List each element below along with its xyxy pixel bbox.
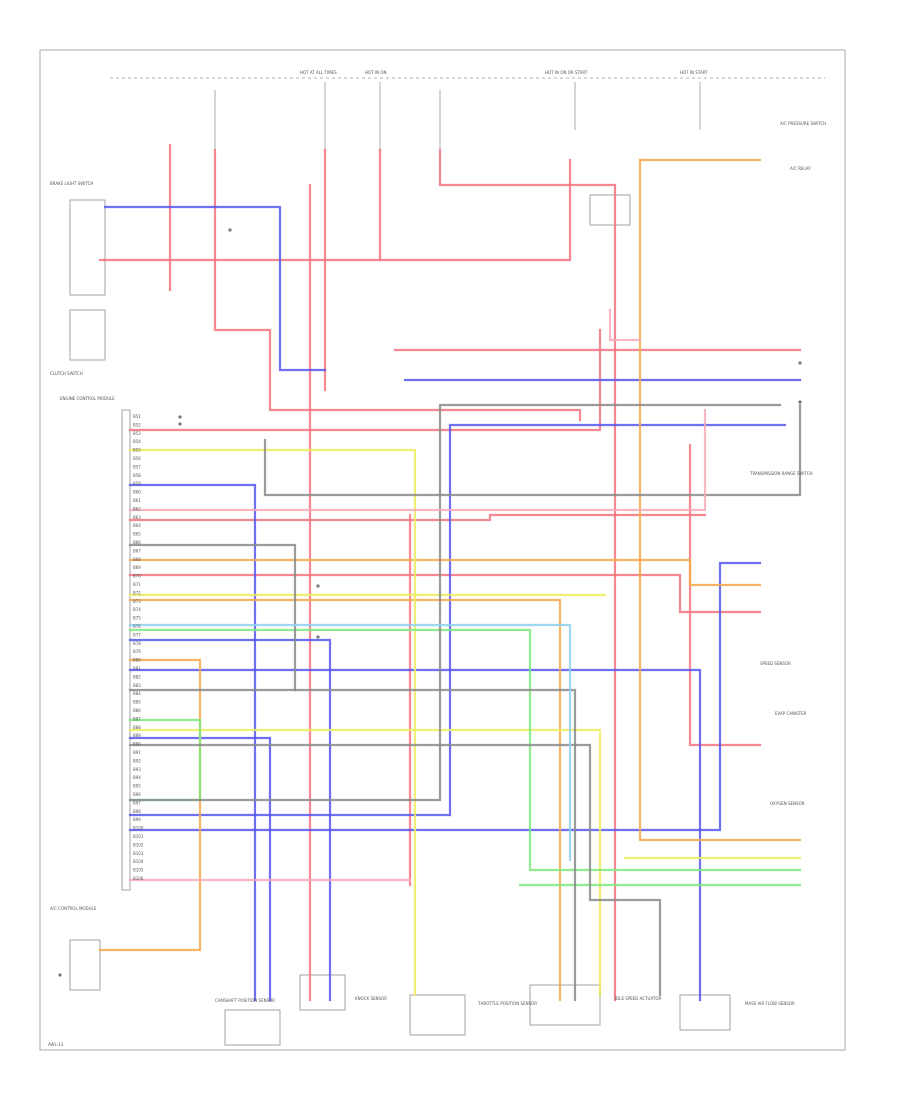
- component-label-tps: THROTTLE POSITION SENSOR: [477, 1001, 537, 1006]
- component-label-ac-pressure: A/C PRESSURE SWITCH: [780, 121, 826, 126]
- ecm-pin-label: B53: [133, 431, 141, 436]
- ecm-pin-label: B68: [133, 557, 141, 562]
- component-label-maf: MASS AIR FLOW SENSOR: [745, 1001, 795, 1006]
- diagram-frame: [39, 49, 846, 1051]
- ecm-pin-label: B76: [133, 624, 141, 629]
- fuse-label-1: HOT AT ALL TIMES: [300, 70, 337, 75]
- ecm-pin-label: B71: [133, 582, 141, 587]
- ecm-pin-label: B79: [133, 649, 141, 654]
- ecm-pin-label: B95: [133, 784, 141, 789]
- component-label-idle: IDLE SPEED ACTUATOR: [615, 996, 661, 1001]
- ecm-pin-label: B93: [133, 767, 141, 772]
- ecm-pin-label: B91: [133, 750, 141, 755]
- ecm-pin-label: B69: [133, 565, 141, 570]
- ecm-pin-label: B85: [133, 700, 141, 705]
- ecm-pin-label: B97: [133, 800, 141, 805]
- ecm-pin-label: B92: [133, 758, 141, 763]
- ecm-pin-label: B77: [133, 632, 141, 637]
- ecm-pin-label: B67: [133, 548, 141, 553]
- ecm-pin-label: B70: [133, 574, 141, 579]
- ecm-pin-label: B75: [133, 616, 141, 621]
- component-label-ac-control: A/C CONTROL MODULE: [50, 906, 97, 911]
- ecm-pin-label: B84: [133, 691, 141, 696]
- ecm-pin-label: B56: [133, 456, 141, 461]
- ecm-pin-label: B105: [133, 868, 144, 873]
- orange-wires: [98, 158, 802, 1002]
- ecm-pin-label: B90: [133, 742, 141, 747]
- fuse-label-3: HOT IN ON OR START: [545, 70, 588, 75]
- ecm-pin-label: B99: [133, 817, 141, 822]
- ecm-title: ENGINE CONTROL MODULE: [60, 396, 115, 401]
- ecm-pin-label: B58: [133, 473, 141, 478]
- ecm-pin-label: B66: [133, 540, 141, 545]
- ecm-pin-label: B96: [133, 792, 141, 797]
- ecm-pin-label: B89: [133, 733, 141, 738]
- component-label-cam-sensor: CAMSHAFT POSITION SENSOR: [215, 998, 275, 1003]
- ecm-pin-label: B65: [133, 532, 141, 537]
- ecm-pin-dots: [58, 228, 802, 977]
- ecm-pin-label: B61: [133, 498, 141, 503]
- ecm-pin-label: B62: [133, 506, 141, 511]
- ecm-pin-label: B106: [133, 876, 144, 881]
- ecm-pin-label: B78: [133, 641, 141, 646]
- ecm-pin-label: B102: [133, 842, 144, 847]
- ecm-pin-label: B55: [133, 448, 141, 453]
- ecm-pin-label: B101: [133, 834, 144, 839]
- component-label-knock: KNOCK SENSOR: [355, 996, 387, 1001]
- ecm-pin-label: B88: [133, 725, 141, 730]
- ecm-pin-label: B86: [133, 708, 141, 713]
- ecm-pin-label: B87: [133, 716, 141, 721]
- ecm-pin-label: B51: [133, 414, 141, 419]
- ecm-pin-label: B98: [133, 809, 141, 814]
- pink-wires: [128, 308, 707, 882]
- component-label-trans-range: TRANSMISSION RANGE SWITCH: [749, 471, 813, 476]
- ecm-pin-label: B59: [133, 481, 141, 486]
- gray-wires: [128, 403, 802, 1002]
- component-label-ac-relay: A/C RELAY: [790, 166, 811, 171]
- ecm-pin-label: B64: [133, 523, 141, 528]
- ecm-pin-label: B83: [133, 683, 141, 688]
- ecm-pin-label: B94: [133, 775, 141, 780]
- ecm-pin-label: B54: [133, 439, 141, 444]
- ecm-pin-label: B74: [133, 607, 141, 612]
- lightblue-wires: [128, 623, 572, 862]
- ecm-pin-label: B100: [133, 826, 144, 831]
- ecm-pin-label: B104: [133, 859, 144, 864]
- fuse-drops: [214, 82, 701, 150]
- yellow-wires: [128, 448, 802, 997]
- component-label-evap: EVAP CANISTER: [775, 711, 807, 716]
- ecm-pin-label: B52: [133, 422, 141, 427]
- component-label-clutch-switch: CLUTCH SWITCH: [50, 371, 83, 376]
- component-label-speed-sensor: SPEED SENSOR: [760, 661, 791, 666]
- ecm-pin-label: B57: [133, 464, 141, 469]
- component-label-brake-switch: BRAKE LIGHT SWITCH: [50, 181, 93, 186]
- ecm-pin-label: B81: [133, 666, 141, 671]
- ecm-pin-label: B60: [133, 490, 141, 495]
- ecm-pin-label: B63: [133, 515, 141, 520]
- ecm-pin-label: B80: [133, 658, 141, 663]
- page-number: AWL-13: [48, 1042, 64, 1047]
- component-label-o2: OXYGEN SENSOR: [770, 801, 805, 806]
- ecm-pin-label: B103: [133, 851, 144, 856]
- ecm-pin-labels: B51B52B53B54B55B56B57B58B59B60B61B62B63B…: [133, 414, 144, 881]
- fuse-label-2: HOT IN ON: [365, 70, 386, 75]
- component-boxes: [69, 194, 731, 1046]
- ecm-pin-label: B82: [133, 674, 141, 679]
- ecm-pin-label: B72: [133, 590, 141, 595]
- ecm-pin-label: B73: [133, 599, 141, 604]
- fuse-label-4: HOT IN START: [680, 70, 708, 75]
